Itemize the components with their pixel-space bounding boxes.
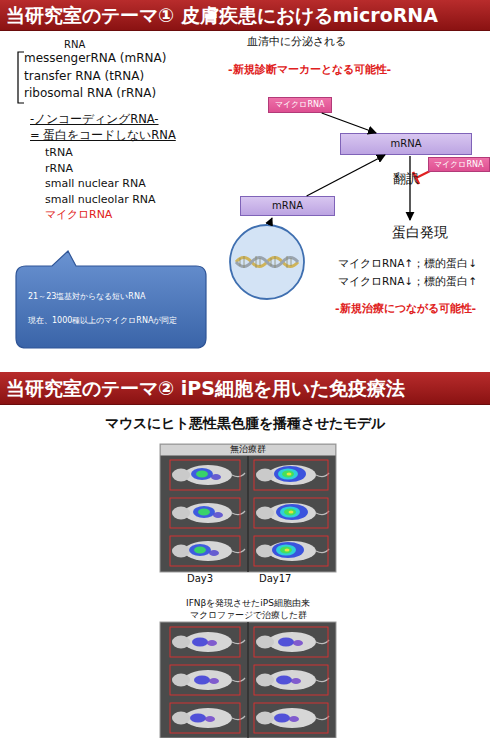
dna-nucleus [230,225,304,299]
text-label: small nucleolar RNA [45,193,156,206]
text-label: = 蛋白をコードしないRNA [30,129,176,143]
photo-panel-treated [160,622,336,738]
text-label: -ノンコーディングRNA- [30,113,159,127]
text-label: small nuclear RNA [45,177,146,190]
text-label: 血清中に分泌される [247,35,346,48]
microrna-box: マイクロRNA [268,97,332,113]
node-text: IFNβを発現させたiPS細胞由来 マクロファージで治療した群 [160,597,336,621]
title-band: 当研究室のテーマ① 皮膚疾患におけるmicroRNA [0,0,490,31]
node-text: 現在、1000種以上のマイクロRNAが同定 [28,316,177,326]
text-label: 翻訳 [393,171,419,187]
list-bracket [18,52,24,103]
text-label: Day3 [187,573,213,585]
photo-panel: 無治療群 [160,444,336,572]
photo-panel: IFNβを発現させたiPS細胞由来 マクロファージで治療した群 [160,597,336,738]
text-label: Day17 [259,573,291,585]
text-label: マイクロRNA↓；標的蛋白↑ [338,275,477,288]
callout-bubble: 21～23塩基対からなる短いRNA 現在、1000種以上のマイクロRNAが同定 [14,250,208,350]
connector-arrow [307,155,385,196]
node-text: マイクロRNA [269,98,331,112]
text-label: マイクロRNA [45,208,112,221]
node-text: mRNA [241,197,334,215]
node-text: 当研究室のテーマ① 皮膚疾患におけるmicroRNA [6,4,438,27]
node-text: mRNA [341,134,471,154]
text-label: 蛋白発現 [392,224,448,241]
text-label: transfer RNA (tRNA) [24,69,144,83]
connector-arrow [322,113,376,133]
text-label: ribosomal RNA (rRNA) [24,86,156,100]
text-label: tRNA [45,146,73,159]
node-text: マイクロRNA [429,158,489,171]
mrna-box: mRNA [340,133,472,155]
node-text: 無治療群 [160,444,336,455]
photo-panel-untreated [160,444,336,572]
microrna-box: マイクロRNA [428,157,490,172]
callout-shape [16,251,206,348]
text-label: rRNA [45,162,73,175]
text-label: マイクロRNA↑；標的蛋白↓ [338,257,477,270]
node-text: 21～23塩基対からなる短いRNA [28,292,145,302]
node-text: 当研究室のテーマ② iPS細胞を用いた免疫療法 [6,377,405,400]
title-band: 当研究室のテーマ② iPS細胞を用いた免疫療法 [0,372,490,405]
transcription-arrow [269,218,272,225]
translation-arrow [409,156,410,220]
mrna-box: mRNA [240,196,335,216]
text-label: -新規診断マーカーとなる可能性- [228,63,391,76]
text-label: RNA [64,39,85,51]
text-label: messengerRNA (mRNA) [24,51,166,65]
text-label: -新規治療につながる可能性- [335,302,476,315]
text-label: マウスにヒト悪性黒色腫を播種させたモデル [0,415,490,432]
